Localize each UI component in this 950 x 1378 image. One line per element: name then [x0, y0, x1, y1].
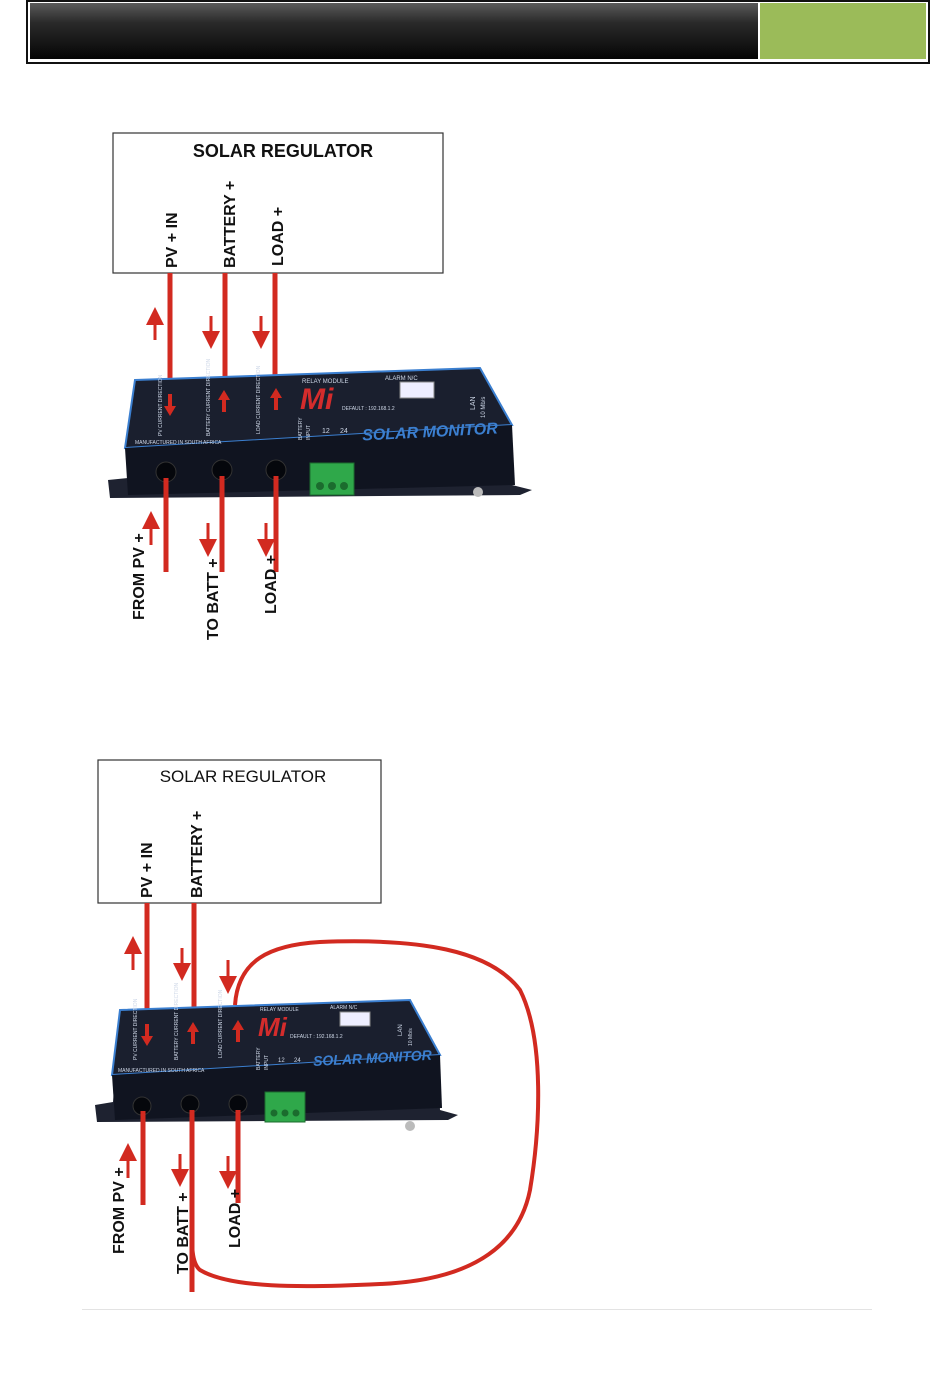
solar-monitor-label: SOLAR MONITOR [313, 1047, 433, 1069]
pv-direction-label: PV CURRENT DIRECTION [158, 374, 164, 436]
alarm-label: ALARM N/C [330, 1005, 358, 1011]
label-load-2: LOAD + [227, 1189, 244, 1248]
default-ip-label: DEFAULT : 192.168.1.2 [342, 406, 395, 412]
label-from-pv-2: FROM PV + [111, 1167, 128, 1254]
logo-sticker [399, 381, 435, 399]
header-green-box [760, 3, 926, 59]
mi-logo: Mi [300, 383, 334, 416]
default-ip-label: DEFAULT : 192.168.1.2 [290, 1034, 343, 1040]
lan-speed-label: 10 Mb/s [408, 1028, 414, 1046]
input-label: INPUT [264, 1055, 270, 1070]
arrow-down-icon [187, 1022, 199, 1044]
battery-direction-label: BATTERY CURRENT DIRECTION [206, 358, 212, 436]
lan-speed-label: 10 Mb/s [481, 397, 487, 418]
mounting-screw [405, 1121, 415, 1131]
terminal-block [264, 1091, 306, 1123]
label-from-pv-1: FROM PV + [131, 533, 148, 620]
v12-label: 12 [278, 1058, 285, 1064]
v24-label: 24 [294, 1058, 301, 1064]
label-load-1: LOAD + [263, 555, 280, 614]
regulator-box-1 [112, 132, 444, 274]
lan-label: LAN [470, 396, 477, 410]
load-direction-label: LOAD CURRENT DIRECTION [256, 365, 262, 434]
loop-wire [189, 939, 541, 1289]
mi-logo: Mi [258, 1012, 288, 1042]
terminal-battery-1: BATTERY + [222, 181, 239, 268]
label-to-batt-1: TO BATT + [205, 558, 222, 640]
solar-monitor-device-2: RELAY MODULE ALARM N/C Mi DEFAULT : 192.… [95, 982, 458, 1131]
made-in-label: MANUFACTURED IN SOUTH AFRICA [118, 1068, 205, 1074]
relay-label: RELAY MODULE [302, 379, 348, 385]
label-to-batt-2: TO BATT + [175, 1192, 192, 1274]
terminal-load-1: LOAD + [270, 207, 287, 266]
terminal-pv-in-1: PV + IN [164, 212, 181, 268]
arrow-down-icon [218, 390, 230, 412]
made-in-label: MANUFACTURED IN SOUTH AFRICA [135, 440, 222, 446]
arrow-down-icon [232, 1020, 244, 1042]
solar-monitor-device-1: RELAY MODULE ALARM N/C Mi DEFAULT : 192.… [108, 358, 532, 498]
arrow-down-icon [270, 388, 282, 410]
battery-direction-label: BATTERY CURRENT DIRECTION [174, 982, 180, 1060]
regulator-title-1: SOLAR REGULATOR [193, 141, 373, 161]
diagram-2: SOLAR REGULATOR PV + IN BATTERY + RELAY … [95, 759, 541, 1292]
regulator-box-2 [97, 759, 382, 904]
footer-divider [82, 1309, 872, 1310]
regulator-title-2: SOLAR REGULATOR [160, 767, 327, 786]
battery-label: BATTERY [256, 1047, 262, 1070]
pv-direction-label: PV CURRENT DIRECTION [133, 998, 139, 1060]
terminal-block [309, 462, 355, 496]
load-direction-label: LOAD CURRENT DIRECTION [218, 989, 224, 1058]
terminal-pv-in-2: PV + IN [139, 842, 156, 898]
battery-label: BATTERY [298, 417, 304, 440]
terminal-battery-2: BATTERY + [189, 811, 206, 898]
header-dark-bar [30, 3, 758, 59]
v12-label: 12 [322, 428, 330, 435]
v24-label: 24 [340, 428, 348, 435]
diagram-1: SOLAR REGULATOR PV + IN BATTERY + LOAD +… [108, 132, 532, 640]
alarm-label: ALARM N/C [385, 376, 418, 382]
input-label: INPUT [306, 425, 312, 440]
logo-sticker [339, 1011, 371, 1027]
arrow-up-icon [141, 1024, 153, 1046]
arrow-up-icon [164, 394, 176, 416]
mounting-screw [473, 487, 483, 497]
lan-label: LAN [398, 1024, 404, 1036]
relay-label: RELAY MODULE [260, 1007, 299, 1013]
